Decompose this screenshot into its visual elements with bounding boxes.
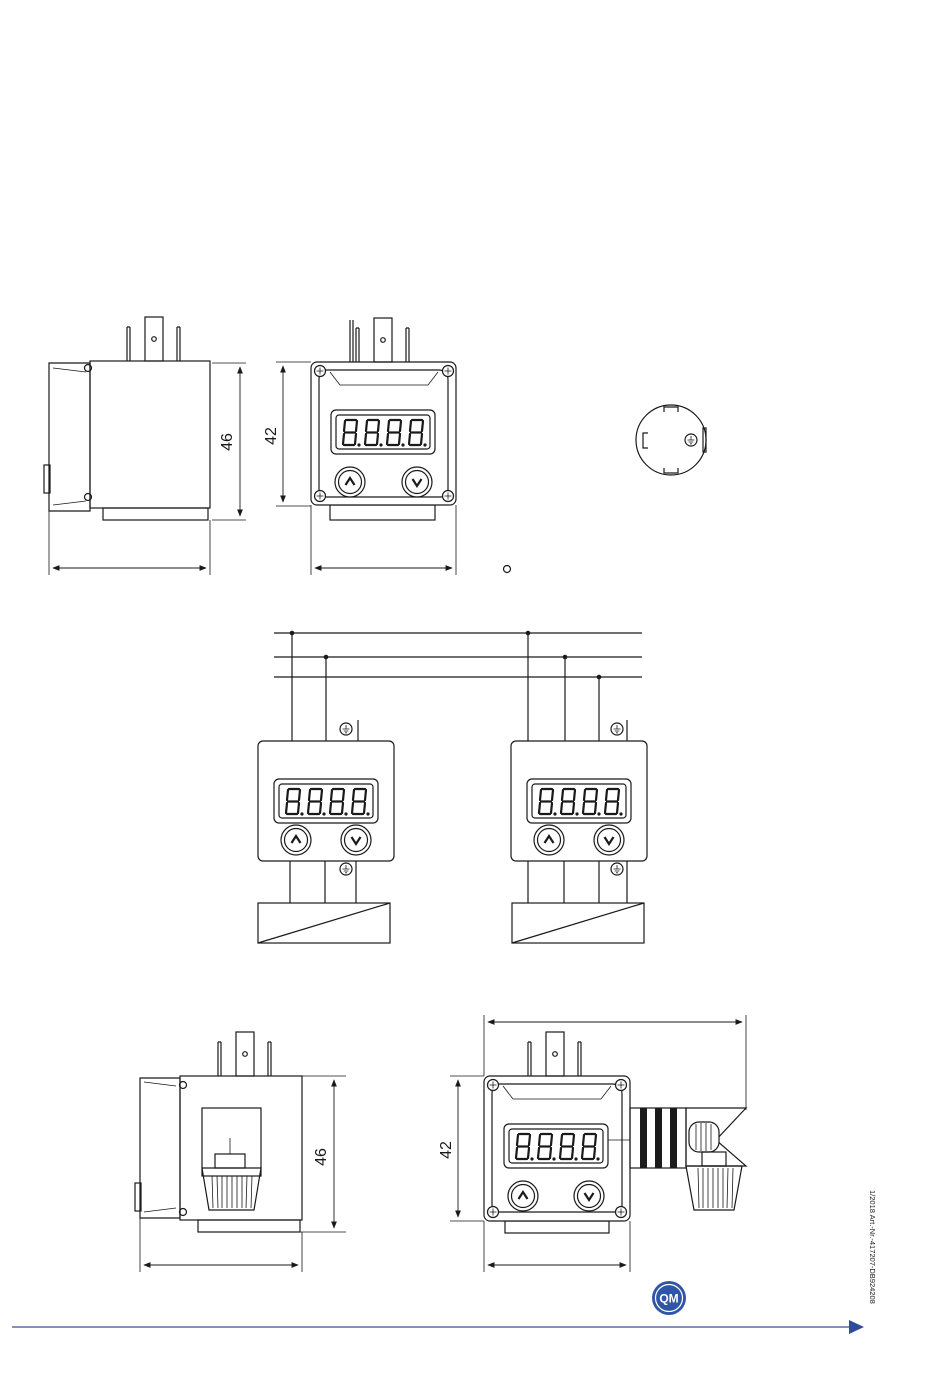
logo-text: QM — [659, 1292, 678, 1306]
side-view-bottom: 46 — [135, 1032, 346, 1272]
front-view-bottom: 42 — [438, 1015, 746, 1272]
footer: QM 1/2018 Art.-Nr.-417207-DB924208 — [12, 1190, 877, 1334]
wiring-diagram — [258, 631, 647, 943]
bottom-side-height-label: 46 — [313, 1148, 330, 1166]
side-height-label: 46 — [219, 433, 236, 451]
company-logo: QM — [652, 1281, 686, 1315]
front-height-label: 42 — [263, 427, 280, 445]
side-view-top: 46 — [44, 317, 246, 575]
front-view-top: 42 — [263, 318, 511, 575]
gland-knurl — [212, 1176, 252, 1208]
doc-id: 1/2018 Art.-Nr.-417207-DB924208 — [868, 1190, 877, 1304]
page-forward-arrow-icon — [849, 1320, 864, 1334]
connector-face — [636, 405, 706, 475]
bottom-front-height-label: 42 — [438, 1141, 455, 1159]
